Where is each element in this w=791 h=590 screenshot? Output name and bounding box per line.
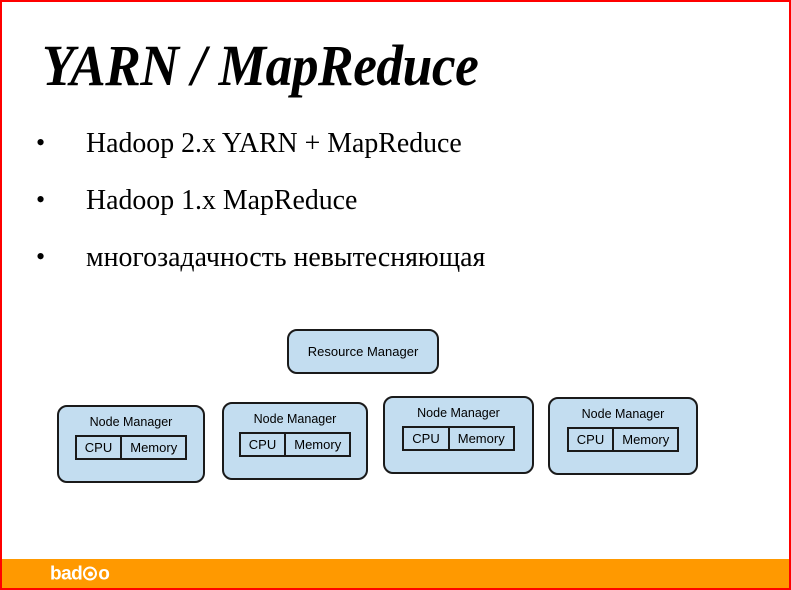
bullet-point-icon: • xyxy=(36,128,46,157)
bullet-text: Hadoop 1.x MapReduce xyxy=(86,184,358,216)
badoo-logo-text-end: o xyxy=(98,563,110,584)
bullet-point-icon: • xyxy=(36,242,46,271)
badoo-logo: bad o xyxy=(50,563,110,584)
bullet-list: • Hadoop 2.x YARN + MapReduce • Hadoop 1… xyxy=(30,126,730,297)
list-item: • Hadoop 1.x MapReduce xyxy=(30,183,730,240)
list-item: • многозадачность невытесняющая xyxy=(30,240,730,297)
resource-manager-box: Resource Manager xyxy=(287,329,439,374)
cpu-cell: CPU xyxy=(402,426,449,451)
resource-row: CPU Memory xyxy=(385,426,532,451)
resource-manager-label: Resource Manager xyxy=(307,344,419,359)
node-manager-box-3: Node Manager CPU Memory xyxy=(383,396,534,474)
memory-cell: Memory xyxy=(285,432,352,457)
node-manager-label: Node Manager xyxy=(581,407,665,421)
node-manager-label: Node Manager xyxy=(417,406,500,420)
page-title: YARN / MapReduce xyxy=(42,33,479,98)
footer-bar: bad o xyxy=(2,559,789,588)
cpu-cell: CPU xyxy=(238,432,286,457)
bullet-text: Hadoop 2.x YARN + MapReduce xyxy=(86,127,462,159)
list-item: • Hadoop 2.x YARN + MapReduce xyxy=(30,126,730,183)
bullet-text: многозадачность невытесняющая xyxy=(86,241,486,273)
resource-row: CPU Memory xyxy=(59,435,203,460)
badoo-eye-icon xyxy=(83,566,98,581)
cpu-cell: CPU xyxy=(74,435,122,460)
node-manager-label: Node Manager xyxy=(253,412,337,426)
badoo-logo-text-start: bad xyxy=(50,563,83,584)
resource-row: CPU Memory xyxy=(550,427,696,452)
node-manager-box-1: Node Manager CPU Memory xyxy=(57,405,205,483)
node-manager-box-4: Node Manager CPU Memory xyxy=(548,397,698,475)
cpu-cell: CPU xyxy=(566,427,614,452)
memory-cell: Memory xyxy=(448,426,515,451)
resource-row: CPU Memory xyxy=(224,432,366,457)
node-manager-box-2: Node Manager CPU Memory xyxy=(222,402,368,480)
memory-cell: Memory xyxy=(613,427,680,452)
memory-cell: Memory xyxy=(121,435,188,460)
bullet-point-icon: • xyxy=(36,185,46,214)
node-manager-label: Node Manager xyxy=(89,415,173,429)
